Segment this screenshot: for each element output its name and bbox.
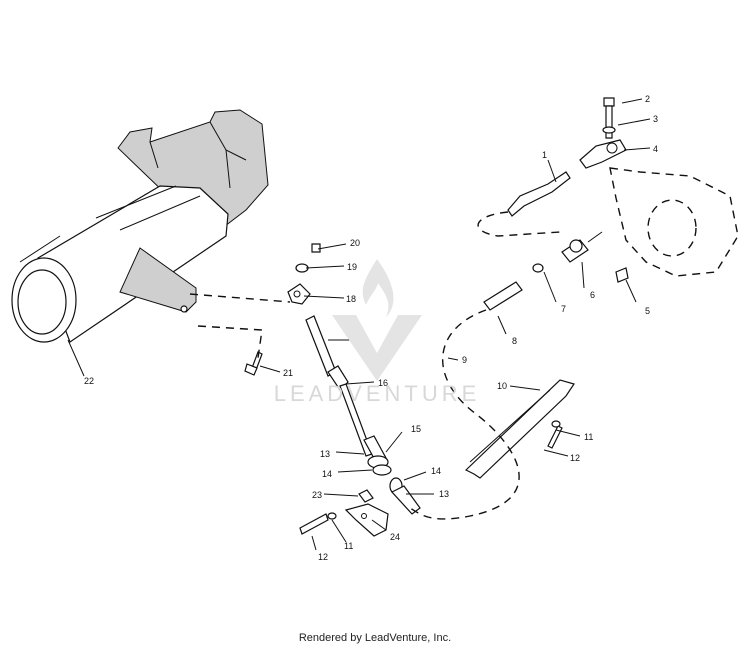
callout-13a: 13 xyxy=(320,449,330,459)
callout-7: 7 xyxy=(561,304,566,314)
callout-11a: 11 xyxy=(584,432,593,442)
callout-23: 23 xyxy=(312,490,322,500)
callout-12a: 12 xyxy=(570,453,580,463)
callout-14a: 14 xyxy=(322,469,332,479)
callout-19: 19 xyxy=(347,262,357,272)
callout-4: 4 xyxy=(653,144,658,154)
cable-bracket xyxy=(464,379,575,479)
callout-9: 9 xyxy=(462,355,467,365)
callout-8: 8 xyxy=(512,336,517,346)
footer-credit: Rendered by LeadVenture, Inc. xyxy=(298,632,452,644)
callout-5: 5 xyxy=(645,306,650,316)
shift-rod-assembly xyxy=(287,243,392,476)
cable-end-assembly xyxy=(483,97,739,311)
callout-6: 6 xyxy=(590,290,595,300)
callout-15: 15 xyxy=(411,424,421,434)
callout-12b: 12 xyxy=(318,552,328,562)
callout-13b: 13 xyxy=(439,489,449,499)
callout-2: 2 xyxy=(645,94,650,104)
axle-housing-casting xyxy=(11,109,269,343)
callout-numbers: 1 2 3 4 5 6 7 8 9 10 11 12 20 19 18 17 1… xyxy=(84,94,658,562)
callout-16: 16 xyxy=(378,378,388,388)
callout-24: 24 xyxy=(390,532,400,542)
callout-11b: 11 xyxy=(344,541,353,551)
callout-leaders xyxy=(67,98,651,551)
callout-18: 18 xyxy=(346,294,356,304)
callout-17: 17 xyxy=(356,336,366,346)
lower-bracket-assembly xyxy=(299,477,421,537)
callout-3: 3 xyxy=(653,114,658,124)
callout-20: 20 xyxy=(350,238,360,248)
callout-10: 10 xyxy=(497,381,507,391)
callout-22: 22 xyxy=(84,376,94,386)
dashed-leader-lines xyxy=(189,211,561,520)
bolt-21 xyxy=(244,351,263,376)
callout-14b: 14 xyxy=(431,466,441,476)
callout-21: 21 xyxy=(283,368,293,378)
callout-1: 1 xyxy=(542,150,547,160)
